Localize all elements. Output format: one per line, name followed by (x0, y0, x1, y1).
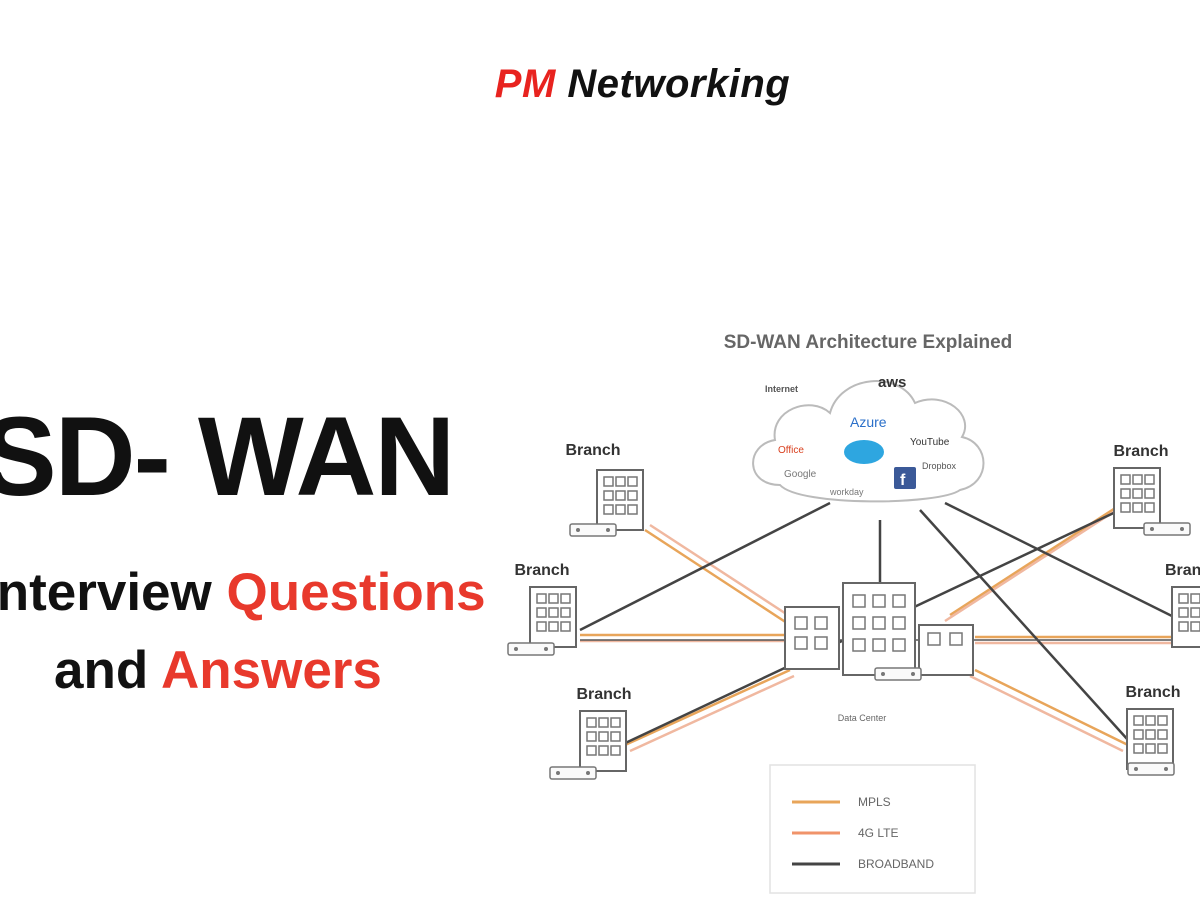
legend-lte-label: 4G LTE (858, 826, 898, 840)
branch-label: Branch (1125, 684, 1180, 701)
subtitle-and: and (54, 641, 161, 700)
aws-logo: aws (878, 374, 906, 391)
internet-cloud: Internet aws Azure Office YouTube Google… (752, 374, 985, 503)
legend-mpls-label: MPLS (858, 795, 891, 809)
branch-top-right: Branch (1113, 443, 1191, 536)
google-logo: Google (784, 469, 817, 480)
data-center: Data Center (784, 582, 974, 723)
branch-mid-right: Branch (1165, 562, 1200, 648)
subtitle-interview: Interview (0, 563, 227, 622)
workday-logo: workday (829, 487, 864, 497)
branch-mid-left: Branch (507, 562, 577, 656)
branch-label: Branch (1113, 443, 1168, 460)
main-title: SD- WAN (0, 394, 455, 519)
subtitle-line-2: and Answers (54, 640, 382, 701)
youtube-logo: YouTube (910, 437, 950, 448)
facebook-icon (894, 467, 916, 489)
branch-label: Branch (565, 442, 620, 459)
branch-label: Branch (514, 562, 569, 579)
data-center-label: Data Center (838, 713, 887, 723)
salesforce-icon (844, 440, 884, 464)
brand-networking: Networking (567, 62, 791, 106)
branch-label: Branch (1165, 562, 1200, 579)
legend-broadband-label: BROADBAND (858, 857, 934, 871)
sd-wan-architecture-diagram: SD-WAN Architecture Explained Internet a… (507, 332, 1200, 894)
brand-pm: PM (494, 62, 556, 106)
subtitle-line-1: Interview Questions (0, 562, 486, 623)
branch-bottom-right: Branch (1125, 684, 1181, 776)
azure-logo: Azure (850, 414, 887, 430)
legend: MPLS 4G LTE BROADBAND (769, 764, 976, 894)
branch-bottom-left: Branch (549, 686, 632, 780)
svg-text:f: f (900, 472, 906, 489)
diagram-title: SD-WAN Architecture Explained (724, 332, 1013, 353)
branch-top-left: Branch (565, 442, 644, 537)
branch-label: Branch (576, 686, 631, 703)
subtitle-answers: Answers (160, 641, 382, 700)
dropbox-logo: Dropbox (922, 461, 957, 471)
office-logo: Office (778, 445, 804, 456)
brand-logo: PM Networking (0, 62, 1200, 107)
subtitle-questions: Questions (226, 563, 486, 622)
cloud-label: Internet (765, 384, 798, 394)
